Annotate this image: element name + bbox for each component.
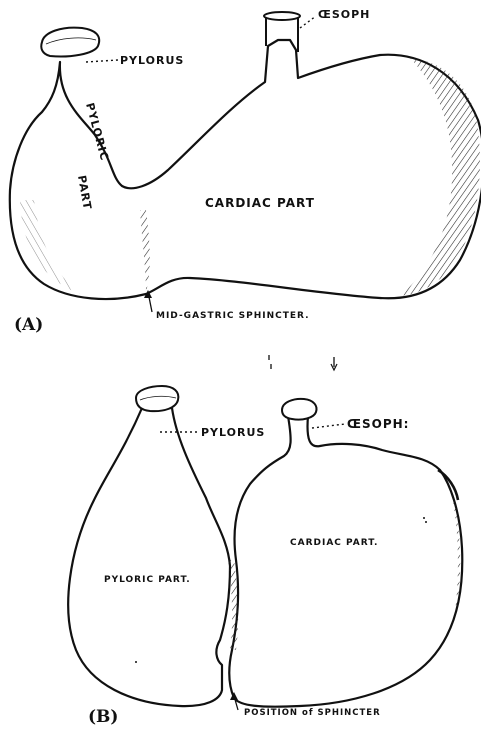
figure-b: PYLORUS ŒSOPH: CARDIAC PART. PYLORIC PAR… [68,386,462,725]
figure-b-sphincter-label: POSITION of SPHINCTER [244,708,381,718]
figure-b-pyloric-outline [68,408,230,706]
figure-a-oesophagus-ring [264,12,300,20]
figure-b-panel-label: (B) [88,707,118,725]
figure-b-pylorus-label: PYLORUS [201,426,265,439]
figure-b-oesophagus-label: ŒSOPH: [347,417,409,431]
figure-b-oesophagus-leader [312,424,345,428]
figure-a-oesophagus-label: ŒSOPH [318,8,370,21]
figure-b-oesophagus-ring [282,399,317,420]
figure-a-sphincter-label: MID-GASTRIC SPHINCTER. [156,311,310,321]
stray-marks [269,355,337,370]
figure-a-cardiac-part-label: CARDIAC PART [205,196,315,210]
figure-b-cardiac-part-label: CARDIAC PART. [290,538,378,548]
figure-b-pylorus-cap [136,386,178,411]
figure-a: PYLORUS ŒSOPH PYLORIC PART CARDIAC PART … [10,8,481,335]
figure-b-cardiac-outline [229,416,462,707]
figure-a-pylorus-label: PYLORUS [120,54,184,67]
figure-a-panel-label: (A) [14,315,43,335]
figure-a-pylorus-leader [86,60,118,62]
figure-a-oesophagus-leader [300,16,316,28]
figure-b-pyloric-part-label: PYLORIC PART. [104,575,191,585]
figure-a-stomach-outline [10,40,481,299]
